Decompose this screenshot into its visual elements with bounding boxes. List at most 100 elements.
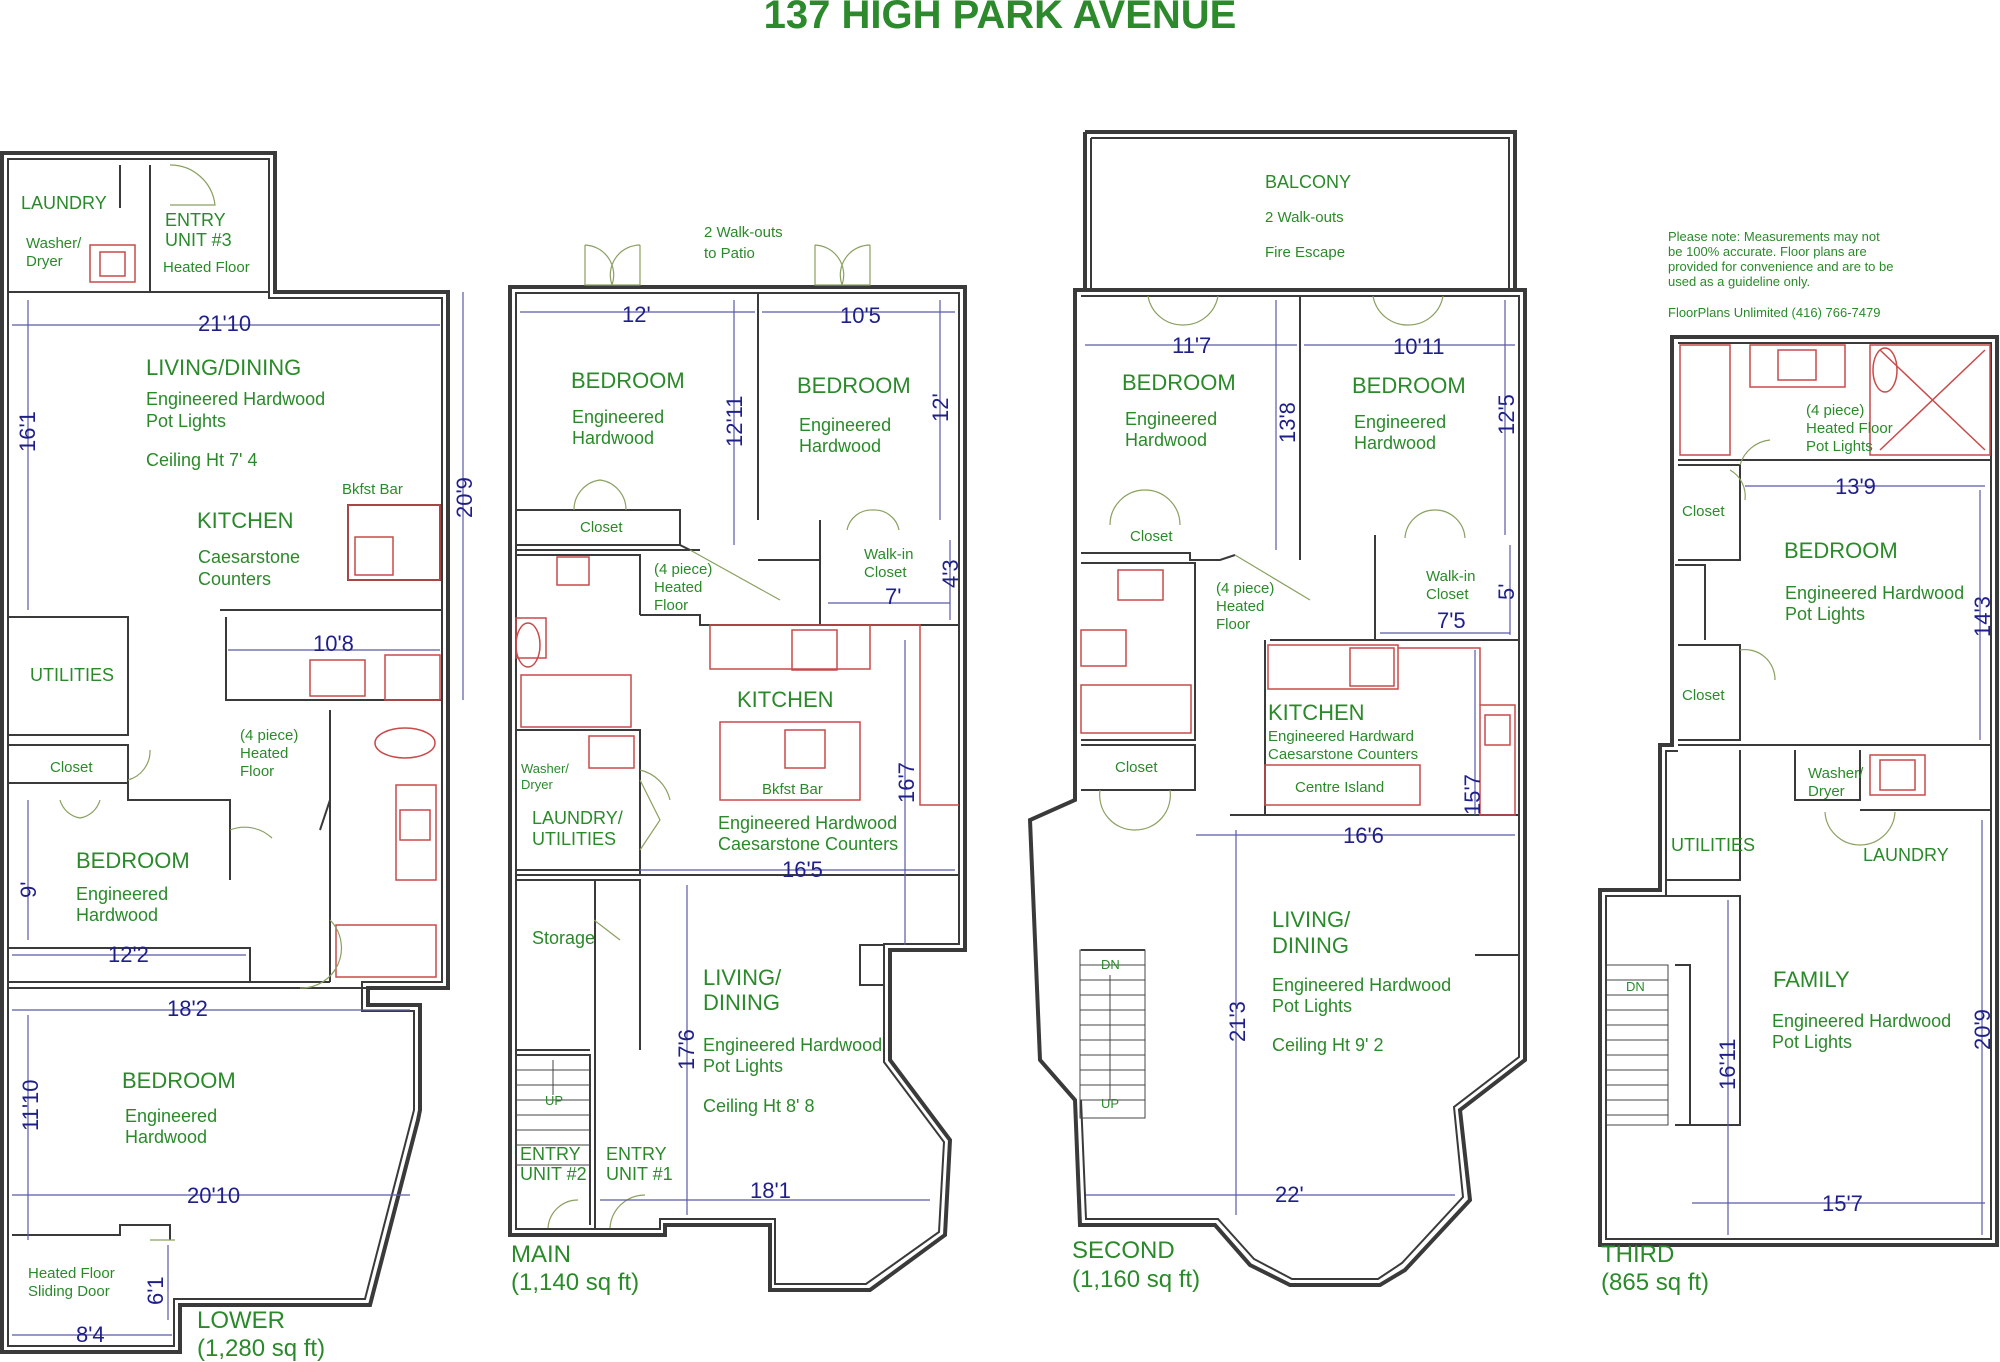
- lower-utilities-label: UTILITIES: [30, 665, 114, 685]
- svg-text:UNIT #2: UNIT #2: [520, 1164, 587, 1184]
- svg-text:Bkfst Bar: Bkfst Bar: [342, 481, 403, 498]
- svg-text:17'6: 17'6: [674, 1029, 699, 1070]
- second-floor-area: (1,160 sq ft): [1072, 1266, 1200, 1293]
- svg-text:22': 22': [1275, 1182, 1304, 1207]
- svg-text:Dryer: Dryer: [521, 777, 553, 792]
- lower-living-label: LIVING/DINING: [146, 355, 301, 380]
- svg-text:Hardwood: Hardwood: [799, 436, 881, 456]
- main-living-label: LIVING/: [703, 965, 782, 990]
- svg-text:Closet: Closet: [580, 519, 623, 536]
- svg-text:Sliding Door: Sliding Door: [28, 1283, 110, 1300]
- svg-text:20'9: 20'9: [452, 477, 477, 518]
- third-floor-plan: Please note: Measurements may not be 100…: [1598, 229, 1999, 1296]
- svg-text:Pot Lights: Pot Lights: [1806, 438, 1873, 455]
- svg-text:Walk-in: Walk-in: [1426, 568, 1475, 585]
- svg-text:12'11: 12'11: [722, 395, 747, 447]
- svg-text:6'1: 6'1: [143, 1276, 168, 1305]
- svg-text:Caesarstone Counters: Caesarstone Counters: [1268, 746, 1418, 763]
- svg-text:Engineered Hardwood: Engineered Hardwood: [703, 1035, 882, 1055]
- second-balcony-label: BALCONY: [1265, 172, 1351, 192]
- svg-text:Engineered Hardwood: Engineered Hardwood: [146, 389, 325, 409]
- svg-text:9': 9': [16, 882, 41, 898]
- lower-floor-plan: LAUNDRY Washer/ Dryer ENTRY UNIT #3 Heat…: [0, 151, 477, 1362]
- svg-text:Centre Island: Centre Island: [1295, 779, 1384, 796]
- second-kitchen-label: KITCHEN: [1268, 700, 1365, 725]
- svg-text:Heated: Heated: [654, 579, 702, 596]
- svg-text:16'1: 16'1: [15, 411, 40, 452]
- svg-text:12': 12': [622, 302, 651, 327]
- svg-text:Engineered Hardwood: Engineered Hardwood: [1272, 975, 1451, 995]
- svg-text:UNIT #3: UNIT #3: [165, 230, 232, 250]
- svg-text:Washer/: Washer/: [521, 761, 569, 776]
- svg-text:7'5: 7'5: [1437, 608, 1466, 633]
- svg-text:(4 piece): (4 piece): [240, 727, 298, 744]
- svg-text:Floor: Floor: [654, 597, 688, 614]
- main-kitchen-label: KITCHEN: [737, 687, 834, 712]
- svg-text:Pot Lights: Pot Lights: [1785, 604, 1865, 624]
- svg-text:18'2: 18'2: [167, 996, 208, 1021]
- lower-kitchen-label: KITCHEN: [197, 508, 294, 533]
- second-bedroom-a-label: BEDROOM: [1122, 370, 1236, 395]
- lower-floor-area: (1,280 sq ft): [197, 1335, 325, 1362]
- svg-text:Dryer: Dryer: [1808, 783, 1845, 800]
- svg-text:13'8: 13'8: [1275, 402, 1300, 443]
- second-bedroom-b-label: BEDROOM: [1352, 373, 1466, 398]
- svg-text:Pot Lights: Pot Lights: [146, 411, 226, 431]
- second-floor-plan: BALCONY 2 Walk-outs Fire Escape 11'7 10'…: [1027, 130, 1527, 1293]
- svg-text:11'10: 11'10: [18, 1079, 43, 1131]
- svg-text:Hardwood: Hardwood: [572, 428, 654, 448]
- svg-text:Engineered: Engineered: [76, 884, 168, 904]
- svg-text:ENTRY: ENTRY: [520, 1144, 581, 1164]
- second-floor-name: SECOND: [1072, 1237, 1175, 1264]
- third-laundry-label: LAUNDRY: [1863, 845, 1949, 865]
- svg-text:16'7: 16'7: [894, 762, 919, 803]
- svg-text:Washer/: Washer/: [26, 235, 82, 252]
- main-bedroom-a-label: BEDROOM: [571, 368, 685, 393]
- svg-text:DN: DN: [1626, 979, 1645, 994]
- main-floor-plan: 2 Walk-outs to Patio 12' 10'5 BEDROOM En…: [508, 224, 967, 1296]
- svg-text:UP: UP: [545, 1093, 563, 1108]
- svg-text:DINING: DINING: [703, 990, 780, 1015]
- svg-text:Floor: Floor: [1216, 616, 1250, 633]
- svg-text:Caesarstone Counters: Caesarstone Counters: [718, 834, 898, 854]
- svg-text:UP: UP: [1101, 1096, 1119, 1111]
- svg-text:Closet: Closet: [1426, 586, 1469, 603]
- svg-text:Pot Lights: Pot Lights: [1772, 1032, 1852, 1052]
- svg-text:20'10: 20'10: [187, 1183, 240, 1208]
- third-floor-name: THIRD: [1601, 1241, 1674, 1268]
- svg-text:Ceiling Ht 8' 8: Ceiling Ht 8' 8: [703, 1096, 815, 1116]
- svg-text:14'3: 14'3: [1970, 596, 1995, 637]
- svg-text:(4 piece): (4 piece): [1216, 580, 1274, 597]
- svg-text:DINING: DINING: [1272, 933, 1349, 958]
- lower-laundry-label: LAUNDRY: [21, 193, 107, 213]
- svg-text:Bkfst Bar: Bkfst Bar: [762, 781, 823, 798]
- svg-text:Hardwood: Hardwood: [76, 905, 158, 925]
- svg-text:16'5: 16'5: [782, 857, 823, 882]
- svg-text:2 Walk-outs: 2 Walk-outs: [1265, 209, 1344, 226]
- svg-text:Engineered: Engineered: [1354, 412, 1446, 432]
- third-floor-area: (865 sq ft): [1601, 1269, 1709, 1296]
- svg-text:Hardwood: Hardwood: [1354, 433, 1436, 453]
- main-floor-name: MAIN: [511, 1241, 571, 1268]
- svg-text:Closet: Closet: [1115, 759, 1158, 776]
- svg-text:Heated: Heated: [240, 745, 288, 762]
- svg-text:10'8: 10'8: [313, 631, 354, 656]
- svg-text:8'4: 8'4: [76, 1322, 105, 1347]
- svg-text:Floor: Floor: [240, 763, 274, 780]
- svg-text:12': 12': [928, 393, 953, 422]
- third-utilities-label: UTILITIES: [1671, 835, 1755, 855]
- svg-text:Ceiling Ht 7' 4: Ceiling Ht 7' 4: [146, 450, 258, 470]
- svg-text:Ceiling Ht 9' 2: Ceiling Ht 9' 2: [1272, 1035, 1384, 1055]
- svg-text:Caesarstone: Caesarstone: [198, 547, 300, 567]
- svg-text:Heated Floor: Heated Floor: [1806, 420, 1893, 437]
- company-credit: FloorPlans Unlimited (416) 766-7479: [1668, 305, 1880, 320]
- svg-text:5': 5': [1494, 584, 1519, 600]
- svg-text:16'6: 16'6: [1343, 823, 1384, 848]
- page-title: 137 HIGH PARK AVENUE: [764, 0, 1237, 37]
- svg-text:Hardwood: Hardwood: [1125, 430, 1207, 450]
- svg-text:Closet: Closet: [864, 564, 907, 581]
- svg-text:Closet: Closet: [1682, 687, 1725, 704]
- svg-text:Engineered Hardwood: Engineered Hardwood: [1785, 583, 1964, 603]
- svg-text:Engineered: Engineered: [1125, 409, 1217, 429]
